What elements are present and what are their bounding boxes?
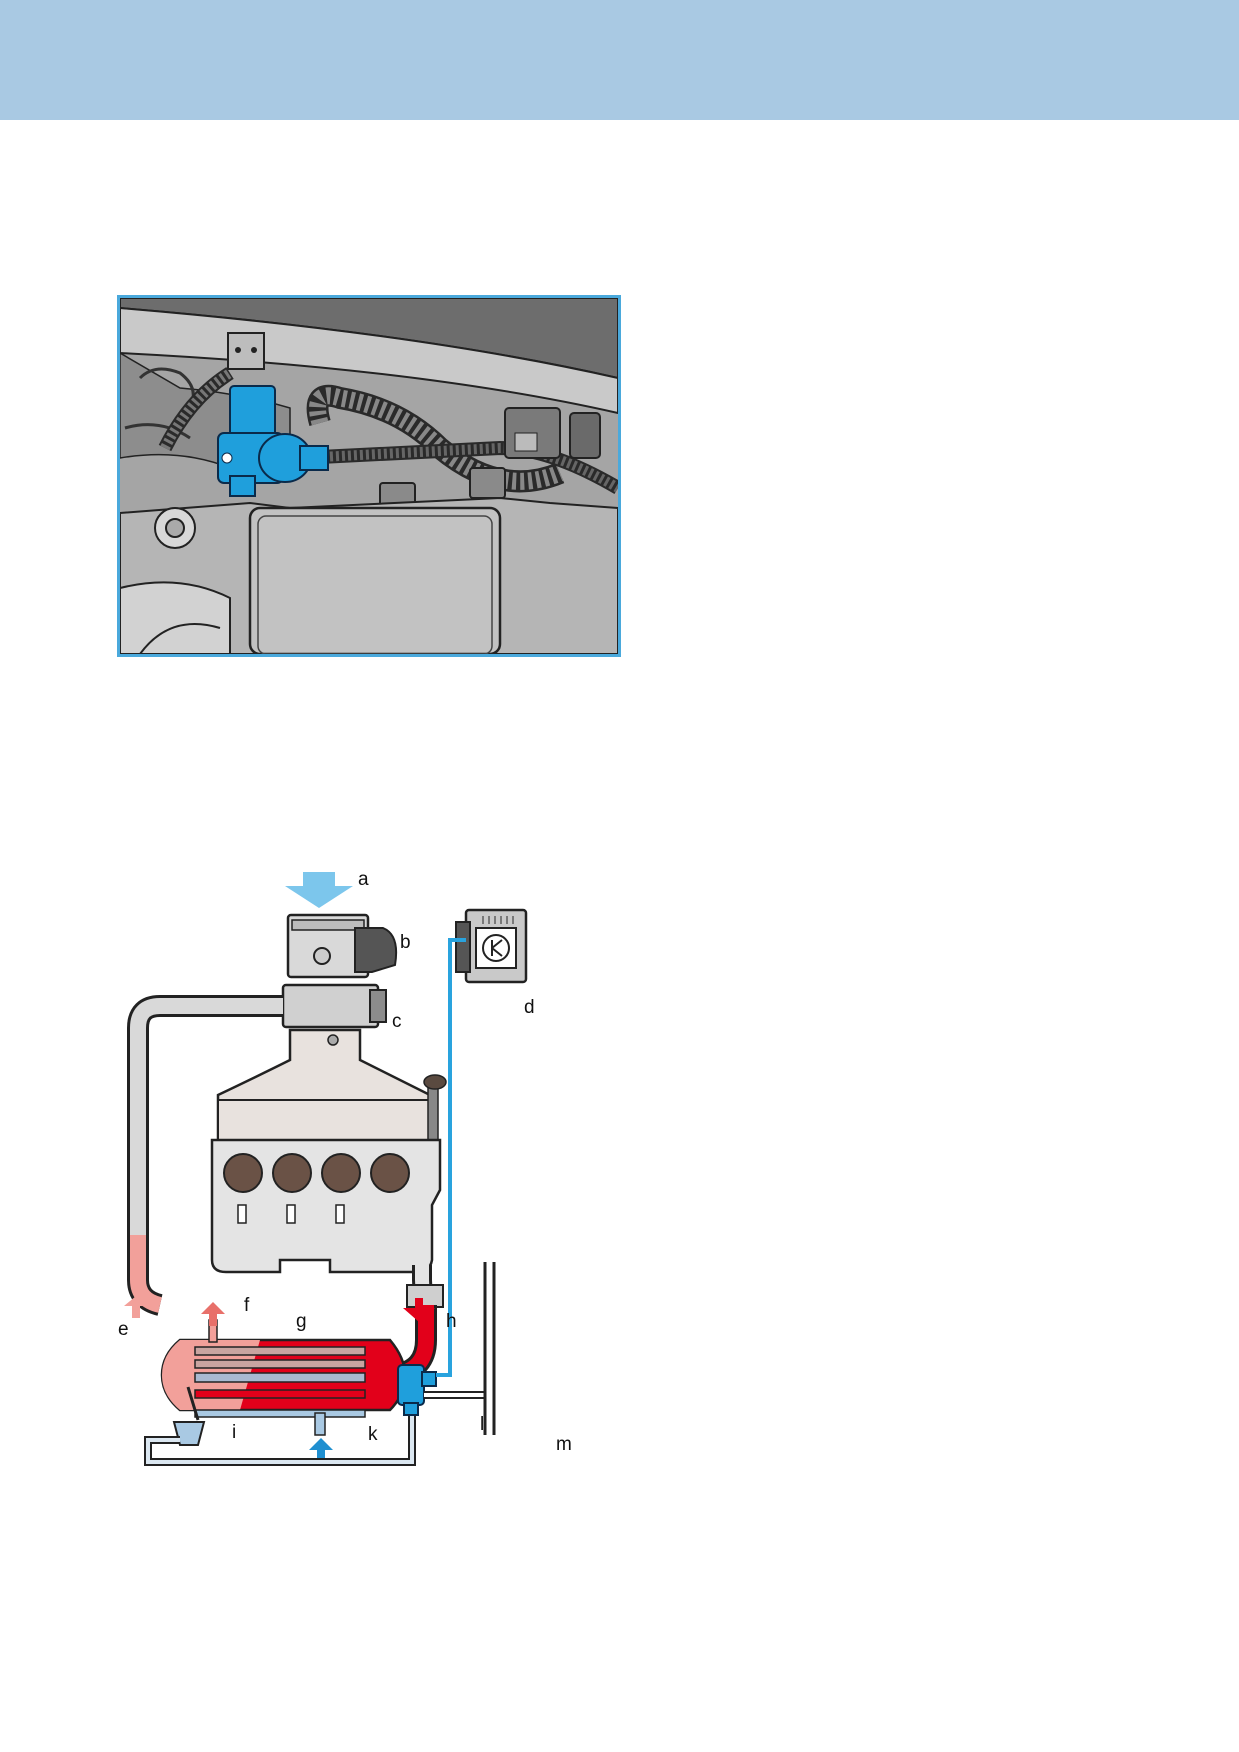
intake-manifold bbox=[216, 1028, 447, 1146]
label-c: c bbox=[392, 1011, 402, 1032]
label-a: a bbox=[358, 869, 369, 890]
warm-flow-arrow-e bbox=[124, 1296, 148, 1318]
engine-bay-illustration bbox=[117, 295, 621, 657]
hot-flow-arrow-h bbox=[403, 1298, 435, 1322]
label-i: i bbox=[232, 1422, 237, 1443]
control-unit bbox=[455, 908, 528, 984]
cooling-circuit-diagram: a b c d e f g h i k l m bbox=[100, 860, 620, 1485]
label-k: k bbox=[368, 1424, 378, 1445]
intake-sensor bbox=[281, 983, 387, 1029]
label-e: e bbox=[118, 1319, 129, 1340]
valve-icon bbox=[217, 385, 329, 497]
solenoid-valve bbox=[397, 1364, 437, 1416]
heat-exchanger bbox=[160, 1319, 407, 1436]
label-l: l bbox=[480, 1414, 485, 1435]
control-valve-i bbox=[172, 1386, 206, 1446]
label-m: m bbox=[556, 1434, 572, 1455]
throttle-body bbox=[286, 913, 398, 979]
label-f: f bbox=[244, 1295, 250, 1316]
label-h: h bbox=[446, 1311, 457, 1332]
label-b: b bbox=[400, 932, 411, 953]
warm-flow-arrow-f bbox=[201, 1302, 225, 1326]
cold-flow-arrow-k bbox=[309, 1438, 333, 1464]
intake-arrow bbox=[285, 872, 353, 908]
engine-block bbox=[210, 1138, 442, 1274]
label-g: g bbox=[296, 1311, 307, 1332]
label-d: d bbox=[524, 997, 535, 1018]
header-band bbox=[0, 0, 1239, 120]
